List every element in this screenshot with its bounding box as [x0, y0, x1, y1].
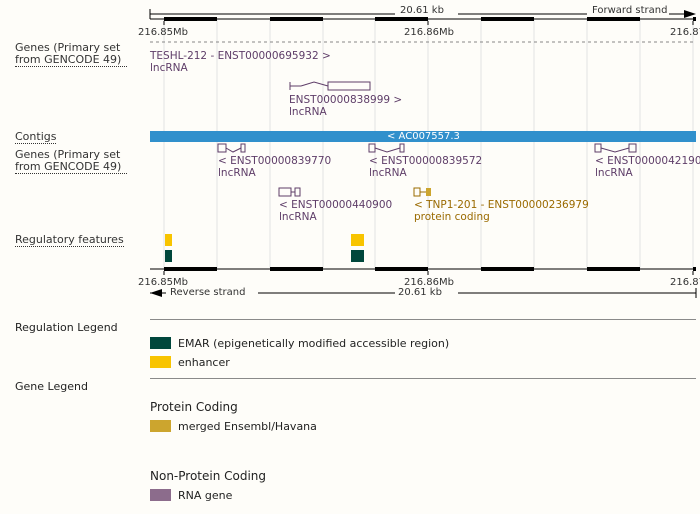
rna-gene-label: RNA gene [178, 489, 233, 502]
tick-label-2: 216.86Mb [404, 27, 454, 38]
grid-lines [163, 20, 694, 268]
top-scale-arrow [149, 9, 696, 19]
merged-ensembl-havana-swatch [150, 420, 171, 432]
transcript-label-teshl-212[interactable]: TESHL-212 - ENST00000695932 > lncRNA [150, 50, 331, 74]
legend-divider [150, 319, 696, 320]
contig-label[interactable]: < AC007557.3 [387, 131, 460, 142]
transcript-biotype: lncRNA [218, 167, 256, 179]
enhancer-feature[interactable] [351, 234, 364, 246]
transcript-glyph-tnp1-201[interactable] [413, 187, 431, 197]
transcript-biotype: protein coding [414, 211, 490, 223]
emar-feature[interactable] [165, 250, 172, 262]
transcript-label-enst00000839572[interactable]: < ENST00000839572 lncRNA [369, 155, 482, 179]
rna-gene-swatch [150, 489, 171, 501]
track-label-regulatory[interactable]: Regulatory features [15, 233, 124, 247]
regulatory-label: Regulatory features [15, 233, 124, 247]
bottom-length-label: 20.61 kb [398, 287, 442, 298]
emar-legend-label: EMAR (epigenetically modified accessible… [178, 337, 450, 350]
transcript-biotype: lncRNA [150, 62, 188, 74]
transcript-biotype: lncRNA [595, 167, 633, 179]
emar-feature[interactable] [351, 250, 364, 262]
transcript-id: < ENST00000421901 [595, 155, 700, 167]
transcript-id: < TNP1-201 - ENST00000236979 [414, 199, 589, 211]
transcript-label-enst00000839770[interactable]: < ENST00000839770 lncRNA [218, 155, 331, 179]
transcript-biotype: lncRNA [279, 211, 317, 223]
transcript-id: < ENST00000839572 [369, 155, 483, 167]
bottom-ruler [150, 267, 696, 275]
transcript-glyph-enst00000839770[interactable] [217, 143, 246, 153]
transcript-label-enst00000421901[interactable]: < ENST00000421901 lncRNA [595, 155, 700, 179]
bottom-scale-arrow [150, 288, 697, 298]
transcript-glyph-enst00000421901[interactable] [594, 143, 637, 153]
transcript-id: ENST00000838999 > [289, 94, 403, 106]
top-ruler [150, 17, 696, 25]
tick-label-1: 216.85Mb [138, 27, 188, 38]
transcript-label-enst00000440900[interactable]: < ENST00000440900 lncRNA [279, 199, 392, 223]
forward-strand-label: Forward strand [590, 5, 670, 16]
contig-bar[interactable] [150, 131, 696, 142]
track-label-contigs[interactable]: Contigs [15, 130, 57, 144]
enhancer-legend-label: enhancer [178, 356, 230, 369]
gene-legend-title: Gene Legend [15, 380, 88, 393]
genome-browser-panel[interactable] [0, 0, 700, 305]
transcript-id: < ENST00000440900 [279, 199, 393, 211]
transcript-biotype: lncRNA [289, 106, 327, 118]
merged-ensembl-havana-label: merged Ensembl/Havana [178, 420, 317, 433]
protein-coding-heading: Protein Coding [150, 400, 238, 414]
transcript-glyph-enst00000440900[interactable] [278, 187, 301, 197]
genes-forward-label: Genes (Primary set from GENCODE 49) [15, 42, 127, 67]
enhancer-swatch [150, 356, 171, 368]
transcript-id: < ENST00000839770 [218, 155, 332, 167]
bottom-tick-label-3: 216.87 [670, 277, 700, 288]
transcript-glyph-enst00000838999[interactable] [289, 81, 371, 91]
track-label-genes-forward[interactable]: Genes (Primary set from GENCODE 49) [15, 42, 127, 67]
transcript-label-tnp1-201[interactable]: < TNP1-201 - ENST00000236979 protein cod… [414, 199, 589, 223]
bottom-tick-label-1: 216.85Mb [138, 277, 188, 288]
reverse-strand-label: Reverse strand [170, 287, 246, 298]
transcript-glyph-enst00000839572[interactable] [368, 143, 405, 153]
enhancer-feature[interactable] [165, 234, 172, 246]
bottom-tick-label-2: 216.86Mb [404, 277, 454, 288]
track-label-genes-reverse[interactable]: Genes (Primary set from GENCODE 49) [15, 149, 127, 174]
contigs-label: Contigs [15, 130, 57, 144]
tick-label-3: 216.87 [670, 27, 700, 38]
non-protein-coding-heading: Non-Protein Coding [150, 469, 267, 483]
regulation-legend-title: Regulation Legend [15, 321, 118, 334]
transcript-label-enst00000838999[interactable]: ENST00000838999 > lncRNA [289, 94, 402, 118]
regulatory-features [165, 234, 364, 262]
top-length-label: 20.61 kb [398, 5, 446, 16]
transcript-id: TESHL-212 - ENST00000695932 > [150, 50, 331, 62]
genes-reverse-label: Genes (Primary set from GENCODE 49) [15, 149, 127, 174]
legend-divider [150, 378, 696, 379]
emar-swatch [150, 337, 171, 349]
transcript-biotype: lncRNA [369, 167, 407, 179]
